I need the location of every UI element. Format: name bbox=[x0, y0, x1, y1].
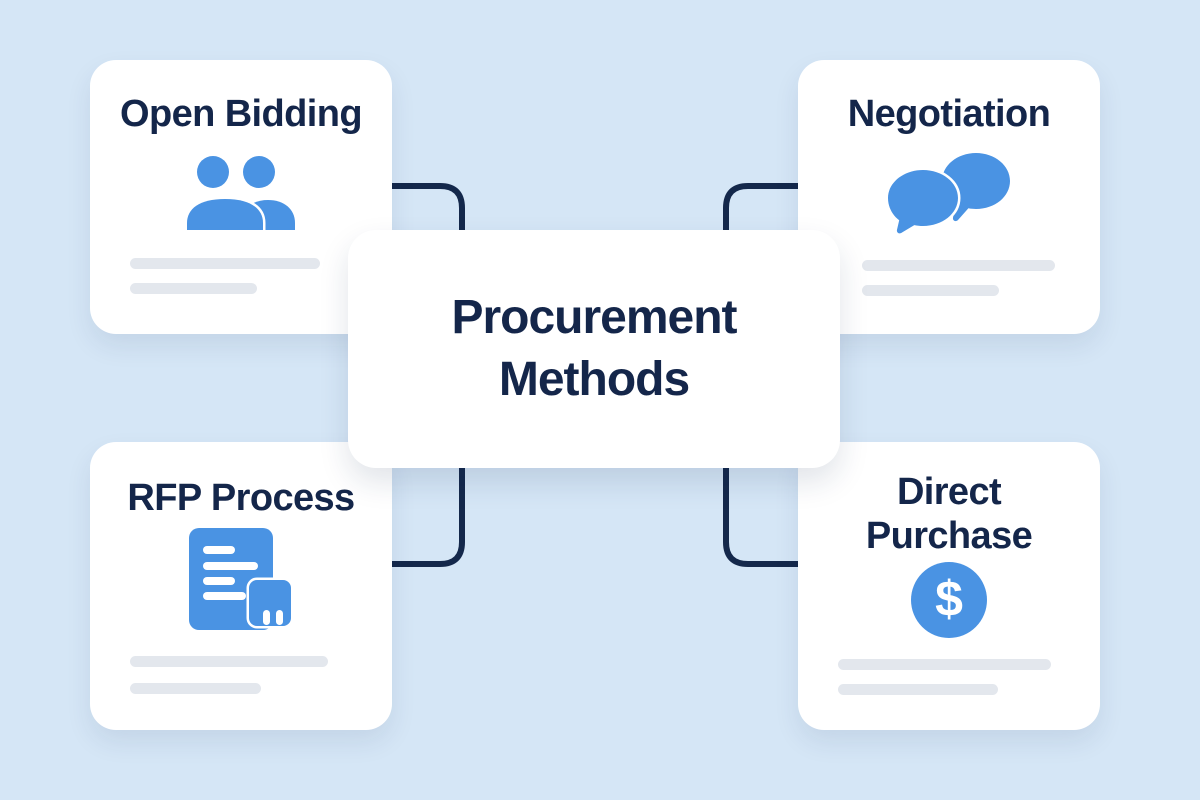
card-title: RFP Process bbox=[127, 477, 355, 519]
diagram-title: Procurement Methods bbox=[451, 290, 737, 406]
card-title: Direct Purchase bbox=[865, 471, 1033, 558]
connector-top-left bbox=[386, 183, 465, 240]
card-title: Open Bidding bbox=[120, 93, 362, 135]
connector-bottom-right bbox=[723, 458, 806, 567]
dollar-circle-icon: $ bbox=[798, 562, 1100, 638]
placeholder-line bbox=[130, 283, 257, 294]
card-rfp-process: RFP Process bbox=[90, 442, 392, 730]
placeholder-line bbox=[130, 656, 328, 667]
card-title: Negotiation bbox=[847, 93, 1051, 135]
chat-bubbles-icon bbox=[798, 152, 1100, 236]
card-direct-purchase: Direct Purchase $ bbox=[798, 442, 1100, 730]
placeholder-line bbox=[862, 260, 1055, 271]
connector-bottom-left bbox=[386, 458, 465, 567]
center-card: Procurement Methods bbox=[348, 230, 840, 468]
dollar-sign: $ bbox=[935, 571, 963, 627]
card-open-bidding: Open Bidding bbox=[90, 60, 392, 334]
placeholder-line bbox=[838, 659, 1051, 670]
connector-top-right bbox=[723, 183, 806, 240]
placeholder-line bbox=[862, 285, 999, 296]
card-negotiation: Negotiation bbox=[798, 60, 1100, 334]
people-icon bbox=[90, 152, 392, 232]
placeholder-line bbox=[130, 258, 320, 269]
placeholder-line bbox=[838, 684, 998, 695]
placeholder-line bbox=[130, 683, 261, 694]
document-icon bbox=[90, 528, 392, 632]
